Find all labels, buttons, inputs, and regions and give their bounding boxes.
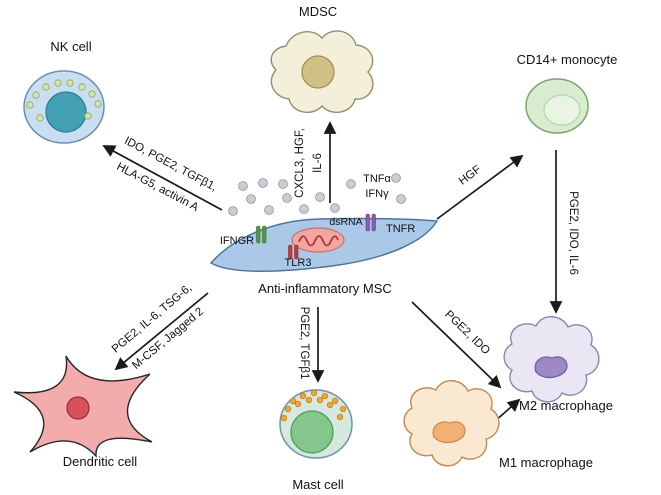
ifn-gamma-label: IFNγ — [365, 188, 389, 200]
dsrna-coil — [298, 235, 339, 247]
monocyte-cell: CD14+ monocyte — [517, 52, 618, 134]
mast-label: Mast cell — [292, 477, 343, 492]
label-monocyte-to-m2: PGE2, IDO, IL-6 — [567, 191, 579, 275]
tnfr-receptor-icon — [365, 213, 376, 232]
dendritic-label: Dendritic cell — [63, 454, 138, 469]
arrow-msc-to-m2 — [411, 301, 502, 389]
nk-cell-nucleus — [45, 91, 87, 133]
msc-cell: IFNGR TLR3 TNFR dsRNA TNFα IFNγ Anti-inf… — [209, 173, 439, 296]
monocyte-inner — [543, 94, 581, 126]
mast-granules — [280, 389, 347, 422]
tnfr-label: TNFR — [386, 223, 415, 235]
msc-label: Anti-inflammatory MSC — [258, 281, 392, 296]
arrow-msc-to-dendritic — [114, 292, 209, 371]
label-msc-to-mast: PGE2, TGFβ1 — [298, 307, 310, 380]
label-msc-to-mdsc-1: CXCL3, HGF, — [294, 128, 306, 198]
tnf-alpha-label: TNFα — [363, 173, 391, 185]
mdsc-cell: MDSC — [270, 4, 374, 114]
arrow-msc-to-monocyte — [436, 154, 524, 220]
m1-macrophage: M1 macrophage — [403, 380, 593, 470]
dendritic-nucleus — [66, 396, 90, 420]
tlr3-receptor-icon — [288, 244, 299, 260]
mdsc-nucleus — [301, 55, 335, 89]
mast-nucleus — [290, 410, 334, 454]
nk-cell-label: NK cell — [50, 39, 91, 54]
monocyte-label: CD14+ monocyte — [517, 52, 618, 67]
arrow-msc-to-nk — [102, 145, 223, 211]
mast-cell: Mast cell — [279, 389, 353, 492]
ifngr-label: IFNGR — [220, 235, 254, 247]
m1-label: M1 macrophage — [499, 455, 593, 470]
m2-label: M2 macrophage — [519, 398, 613, 413]
m2-macrophage: M2 macrophage — [503, 316, 613, 413]
mdsc-label: MDSC — [299, 4, 337, 19]
label-msc-to-mdsc-2: IL-6 — [312, 153, 324, 173]
secreted-molecule-dots — [228, 173, 406, 216]
tlr3-label: TLR3 — [285, 257, 312, 269]
nk-cell: NK cell — [23, 39, 105, 144]
nk-granules — [26, 79, 102, 122]
m1-nucleus — [432, 421, 466, 444]
dendritic-cell: Dendritic cell — [13, 355, 153, 469]
dsrna-label: dsRNA — [329, 216, 362, 228]
ifngr-receptor-icon — [256, 225, 267, 244]
m2-nucleus — [534, 356, 568, 379]
msc-nucleus — [291, 227, 345, 253]
